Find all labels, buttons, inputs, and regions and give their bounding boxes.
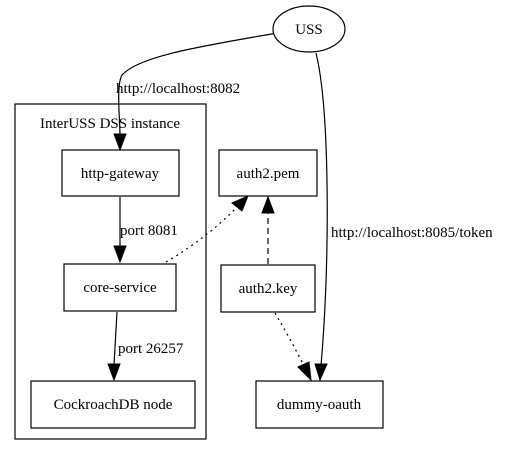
node-auth2-pem-label: auth2.pem [237, 166, 300, 182]
edge-label-uss-gateway: http://localhost:8082 [116, 81, 240, 97]
node-auth2-key [220, 264, 316, 313]
cluster-box [14, 103, 207, 440]
edge-key-pem-arrowhead [261, 195, 275, 214]
edge-core-db-arrowhead [107, 363, 121, 382]
node-core-service-label: core-service [83, 280, 157, 296]
edge-uss-gateway [118, 32, 278, 137]
node-dummy-oauth [255, 380, 384, 429]
edge-uss-oauth [315, 52, 328, 367]
edge-key-oauth [274, 312, 305, 367]
node-uss-label: USS [295, 22, 323, 38]
edge-gateway-core-arrowhead [113, 245, 127, 264]
edge-label-core-db: port 26257 [118, 341, 184, 357]
node-auth2-pem [218, 149, 318, 197]
cluster-label: InterUSS DSS instance [40, 116, 180, 132]
edge-uss-gateway-arrowhead [113, 133, 127, 152]
edge-core-db [113, 311, 118, 366]
edge-label-uss-oauth: http://localhost:8085/token [331, 225, 493, 241]
edge-key-oauth-arrowhead [297, 361, 312, 382]
node-core-service [63, 263, 177, 312]
edge-core-pem [165, 205, 239, 263]
edge-core-pem-arrowhead [231, 195, 249, 212]
node-dummy-oauth-label: dummy-oauth [277, 397, 362, 413]
node-uss [272, 5, 346, 53]
node-cockroachdb [30, 380, 196, 429]
node-auth2-key-label: auth2.key [239, 281, 298, 297]
edge-uss-oauth-arrowhead [314, 363, 328, 382]
node-http-gateway-label: http-gateway [81, 166, 160, 182]
node-http-gateway [61, 149, 180, 197]
node-cockroachdb-label: CockroachDB node [54, 397, 173, 413]
edge-label-gateway-core: port 8081 [120, 223, 178, 239]
